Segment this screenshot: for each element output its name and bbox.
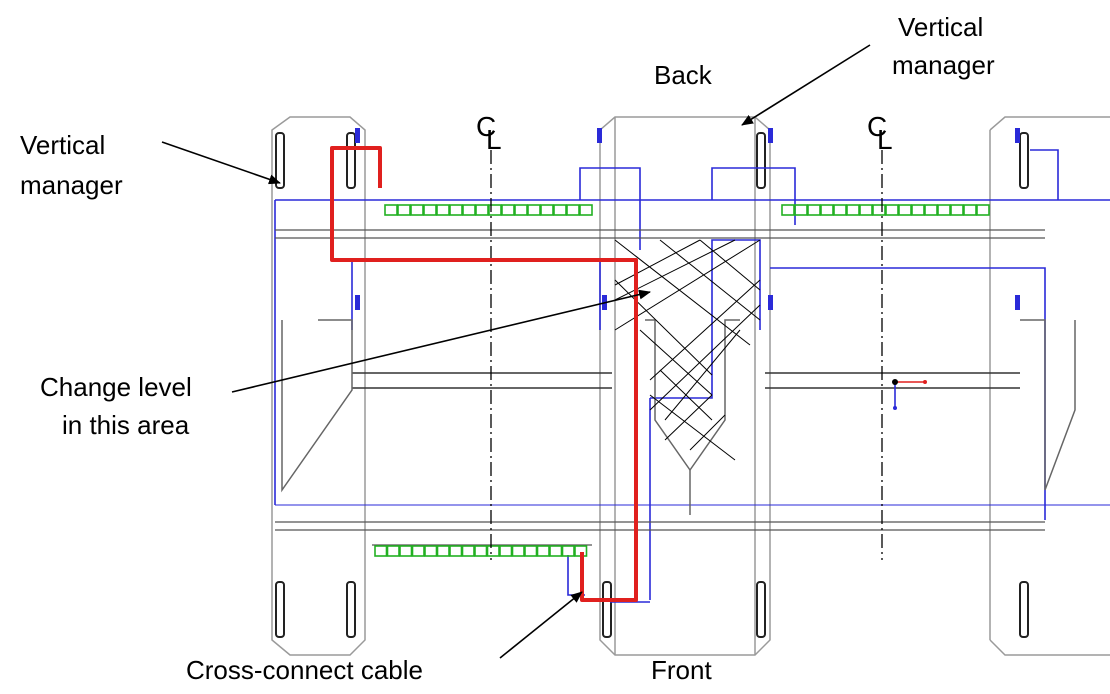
patch-port (561, 545, 575, 557)
patch-port (524, 545, 538, 557)
patch-port (781, 204, 795, 216)
hatch-line (649, 304, 761, 411)
upper-patch-panel-ports (384, 204, 990, 216)
patch-port (549, 545, 563, 557)
patch-port (410, 204, 424, 216)
blue-markers (355, 128, 1020, 310)
patch-port (885, 204, 899, 216)
vertical-manager-right-label-line1: Vertical (898, 12, 984, 42)
patch-port (976, 204, 990, 216)
patch-port (950, 204, 964, 216)
patch-port (475, 204, 489, 216)
patch-port (449, 204, 463, 216)
patch-port (399, 545, 413, 557)
hatch-line (664, 394, 713, 441)
patch-port (384, 204, 398, 216)
patch-port (499, 545, 513, 557)
lower-patch-panel-ports (374, 545, 588, 557)
patch-port (374, 545, 388, 557)
patch-port (846, 204, 860, 216)
patch-port (424, 545, 438, 557)
patch-port (386, 545, 400, 557)
hatch-line (659, 239, 761, 321)
patch-port (511, 545, 525, 557)
change-level-label-line2: in this area (62, 410, 190, 440)
patch-port (859, 204, 873, 216)
hatch-line (689, 414, 726, 451)
centerline-subscript-left: L (486, 124, 502, 155)
hatch-line (639, 329, 713, 396)
patch-port (397, 204, 411, 216)
shelf-lines (352, 372, 1020, 389)
lower-rails (275, 521, 1045, 546)
hatch-line (649, 394, 736, 461)
upper-rails (275, 229, 1045, 239)
vertical-manager-bars (275, 132, 1029, 638)
vertical-manager-left-label-line1: Vertical (20, 130, 106, 160)
hatch-line (614, 279, 713, 376)
change-level-label-line1: Change level (40, 372, 192, 402)
patch-port (540, 204, 554, 216)
patch-port (963, 204, 977, 216)
hatch-line (614, 239, 751, 346)
hatch-line (649, 279, 761, 381)
vertical-manager-left-label-line2: manager (20, 170, 123, 200)
cross-connect-cable-label: Cross-connect cable (186, 655, 423, 685)
patch-port (474, 545, 488, 557)
funnel-frames (281, 319, 1076, 515)
cross-connect-cable-path (330, 146, 638, 602)
patch-port (488, 204, 502, 216)
front-label: Front (651, 655, 712, 685)
patch-port (514, 204, 528, 216)
cabinet-outlines (271, 116, 1110, 656)
patch-port (449, 545, 463, 557)
patch-port (872, 204, 886, 216)
patch-port (536, 545, 550, 557)
patch-port (436, 204, 450, 216)
patch-port (436, 545, 450, 557)
patch-port (462, 204, 476, 216)
patch-port (937, 204, 951, 216)
hatch-line (664, 329, 741, 421)
back-label: Back (654, 60, 712, 90)
patch-port (579, 204, 593, 216)
patch-port (527, 204, 541, 216)
blue-frame-lines (274, 149, 1110, 603)
patch-port (833, 204, 847, 216)
patch-port (911, 204, 925, 216)
patch-port (553, 204, 567, 216)
patch-port (423, 204, 437, 216)
hatch-line (614, 239, 736, 301)
patch-port (566, 204, 580, 216)
patch-port (820, 204, 834, 216)
patch-port (411, 545, 425, 557)
patch-port (807, 204, 821, 216)
patch-port (794, 204, 808, 216)
patch-port (501, 204, 515, 216)
junction-marker (892, 379, 927, 410)
centerline-subscript-right: L (877, 124, 893, 155)
patch-port (461, 545, 475, 557)
hatch-line (699, 239, 761, 291)
centerline-symbol-right: C (867, 111, 888, 142)
patch-port (924, 204, 938, 216)
patch-port (898, 204, 912, 216)
centerline-symbol-left: C (476, 111, 497, 142)
hatch-line (614, 239, 701, 286)
hatch-line (614, 239, 761, 331)
pointer-arrows (161, 44, 871, 659)
patch-port (486, 545, 500, 557)
vertical-manager-right-label-line2: manager (892, 50, 995, 80)
center-lines (490, 150, 883, 560)
